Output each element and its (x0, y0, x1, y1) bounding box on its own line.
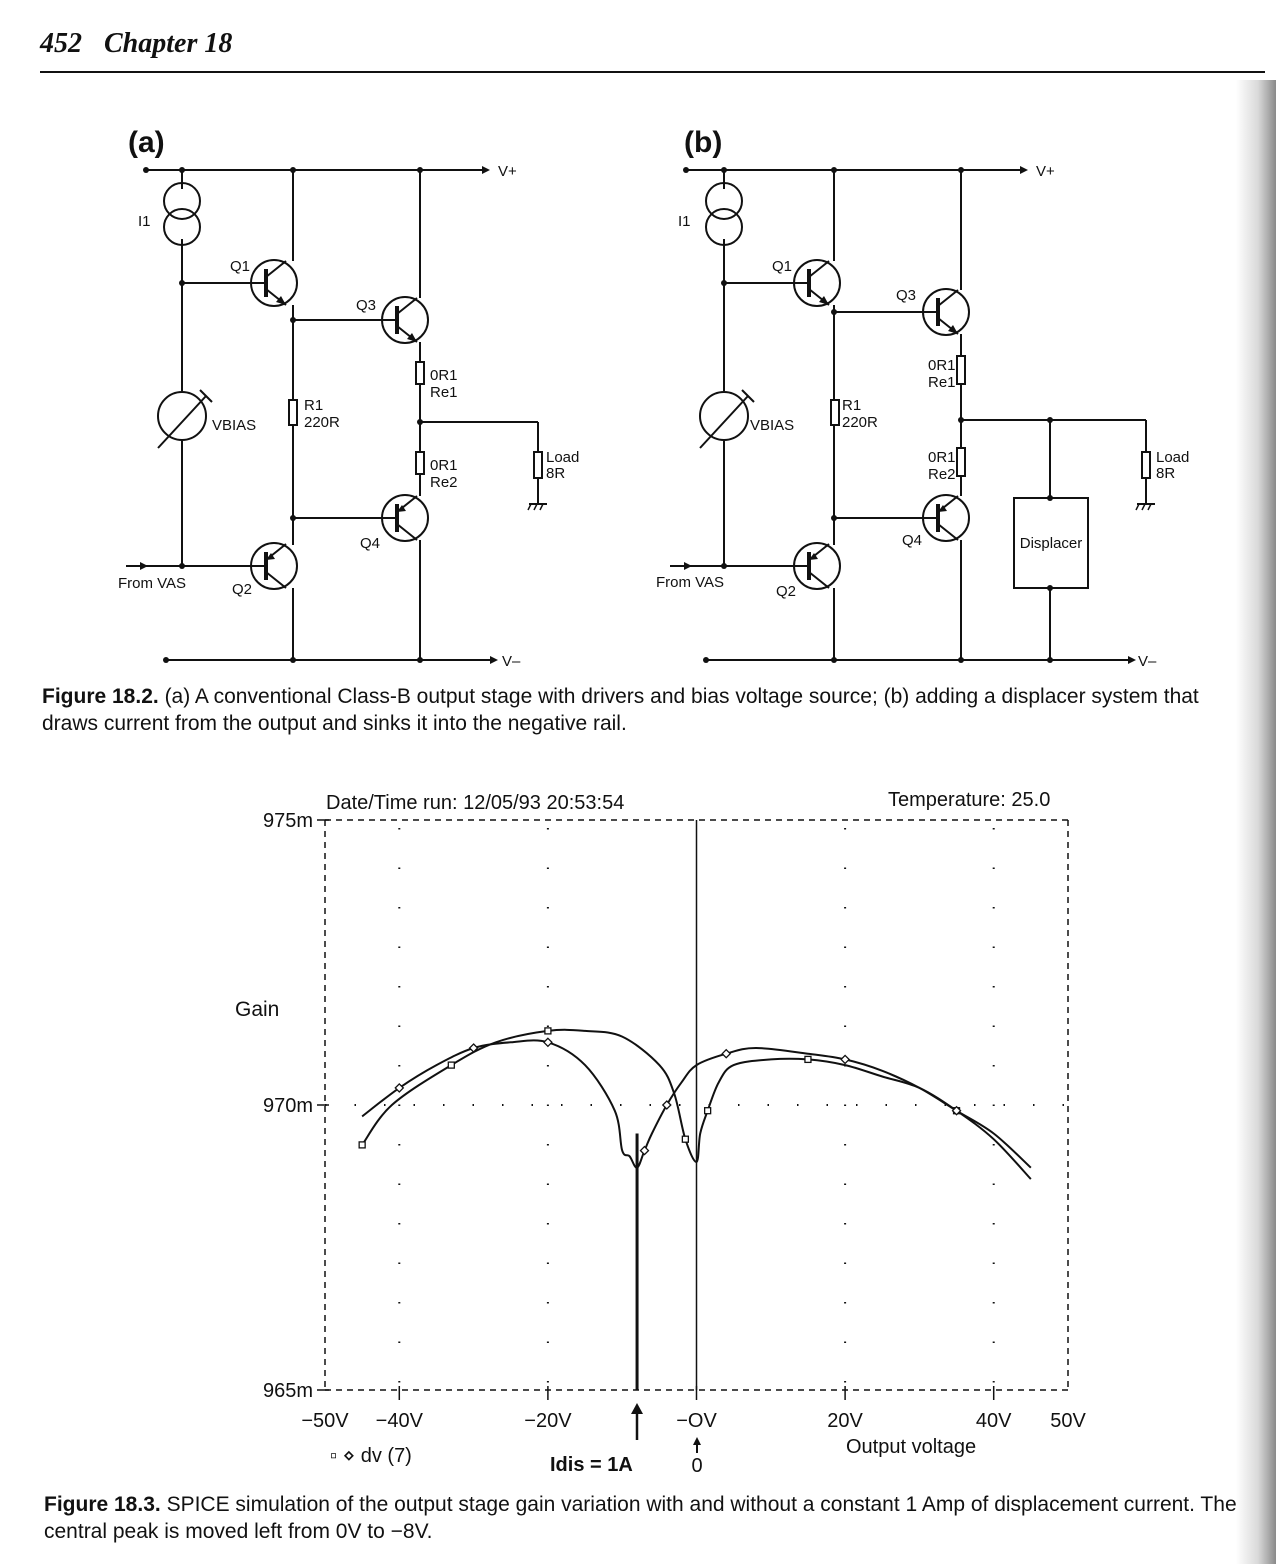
x-tick-label: −20V (524, 1410, 572, 1432)
panel-b-r1-name: R1 (842, 397, 861, 414)
panel-b-load-value: 8R (1156, 465, 1175, 482)
circuit-panel-b: (b) (656, 126, 1189, 670)
panel-a-label: (a) (128, 126, 165, 159)
chart-markers (358, 1027, 962, 1156)
series-line-diamond (361, 1039, 1032, 1169)
series-line-square (361, 1028, 1032, 1180)
x-tick-label: 50V (1050, 1410, 1086, 1432)
temperature-label: Temperature: 25.0 (888, 789, 1050, 811)
panel-a-vplus: V+ (498, 163, 517, 180)
panel-b-input: From VAS (656, 574, 724, 591)
panel-a-re1-name: Re1 (430, 384, 458, 401)
panel-a-q1: Q1 (230, 258, 250, 275)
panel-b-q2: Q2 (776, 583, 796, 600)
circuit-panel-a: (a) (118, 126, 579, 670)
data-point-square (804, 1055, 812, 1064)
panel-a-q2: Q2 (232, 581, 252, 598)
figure-18-2: (a) (118, 126, 1189, 670)
figure-18-3-caption-label: Figure 18.3. (44, 1493, 161, 1516)
figure-18-2-caption: Figure 18.2. (a) A conventional Class-B … (42, 683, 1252, 737)
panel-b-re2-value: 0R1 (928, 449, 956, 466)
y-tick-labels: 965m 970m 975m (263, 810, 313, 1402)
data-point-diamond (468, 1043, 479, 1053)
panel-a-re2-name: Re2 (430, 474, 458, 491)
x-tick-labels: −50V −40V −20V −OV 20V 40V 50V (301, 1410, 1086, 1432)
x-tick-label: −50V (301, 1410, 349, 1432)
panel-a-input: From VAS (118, 575, 186, 592)
panel-b-vminus: V– (1138, 653, 1157, 670)
figure-18-3-chart: −50V −40V −20V −OV 20V 40V 50V 965m 970m 975m Da… (235, 789, 1086, 1477)
panel-a-i1: I1 (138, 213, 151, 230)
x-tick-label: −OV (676, 1410, 717, 1432)
panel-b-r1-value: 220R (842, 414, 878, 431)
header-rule (40, 71, 1265, 73)
figure-18-2-caption-label: Figure 18.2. (42, 685, 159, 708)
panel-a-vminus: V– (502, 653, 521, 670)
zero-annotation: 0 (691, 1455, 702, 1477)
panel-a-load-name: Load (546, 449, 579, 466)
running-head: 452 Chapter 18 (40, 28, 232, 60)
data-point-diamond (951, 1105, 962, 1116)
data-point-square (358, 1141, 366, 1149)
panel-b-re1-value: 0R1 (928, 357, 956, 374)
data-point-square (703, 1107, 712, 1115)
y-tick-label: 965m (263, 1380, 313, 1402)
data-point-diamond (639, 1145, 650, 1156)
panel-b-load-name: Load (1156, 449, 1189, 466)
panel-a-r1-value: 220R (304, 414, 340, 431)
figure-18-3-caption-text: SPICE simulation of the output stage gai… (44, 1493, 1237, 1543)
idis-annotation: Idis = 1A (550, 1454, 633, 1476)
panel-a-q4: Q4 (360, 535, 380, 552)
panel-b-i1: I1 (678, 213, 691, 230)
data-point-square (681, 1135, 690, 1143)
run-info: Date/Time run: 12/05/93 20:53:54 (326, 792, 624, 814)
panel-b-q4: Q4 (902, 532, 922, 549)
panel-b-q3: Q3 (896, 287, 916, 304)
chart-frame (317, 819, 1069, 1400)
idis-arrow (631, 1403, 643, 1440)
panel-b-displacer-label: Displacer (1020, 535, 1083, 552)
panel-a-r1-name: R1 (304, 397, 323, 414)
data-point-square (544, 1027, 552, 1035)
chart-grid (325, 820, 1068, 1390)
panel-b-re2-name: Re2 (928, 466, 956, 483)
data-point-diamond (840, 1054, 851, 1065)
page-number: 452 (40, 28, 82, 59)
panel-a-re1-value: 0R1 (430, 367, 458, 384)
panel-b-label: (b) (684, 126, 722, 159)
data-point-diamond (721, 1048, 732, 1059)
panel-b-re1-name: Re1 (928, 374, 956, 391)
data-point-square (447, 1061, 455, 1069)
panel-b-q1: Q1 (772, 258, 792, 275)
panel-a-q3: Q3 (356, 297, 376, 314)
y-axis-label: Gain (235, 998, 279, 1021)
x-axis-label: Output voltage (846, 1436, 976, 1458)
x-tick-label: 40V (976, 1410, 1012, 1432)
scan-edge-shadow (1236, 80, 1276, 1564)
chapter-title: Chapter 18 (104, 28, 233, 59)
data-point-diamond (542, 1037, 553, 1048)
panel-b-vbias: VBIAS (750, 417, 794, 434)
panel-b-vplus: V+ (1036, 163, 1055, 180)
y-tick-label: 970m (263, 1095, 313, 1117)
chart-series (361, 1028, 1032, 1180)
panel-a-vbias: VBIAS (212, 417, 256, 434)
x-tick-label: 20V (827, 1410, 863, 1432)
figure-18-2-caption-text: (a) A conventional Class-B output stage … (42, 685, 1199, 735)
x-tick-label: −40V (376, 1410, 424, 1432)
panel-a-re2-value: 0R1 (430, 457, 458, 474)
y-tick-label: 975m (263, 810, 313, 832)
zero-arrow (693, 1437, 701, 1453)
data-point-diamond (394, 1082, 405, 1093)
legend: ▫ ⋄ dv (7) (330, 1445, 412, 1467)
data-point-diamond (661, 1100, 672, 1110)
figure-18-3-caption: Figure 18.3. SPICE simulation of the out… (44, 1491, 1244, 1545)
panel-a-load-value: 8R (546, 465, 565, 482)
